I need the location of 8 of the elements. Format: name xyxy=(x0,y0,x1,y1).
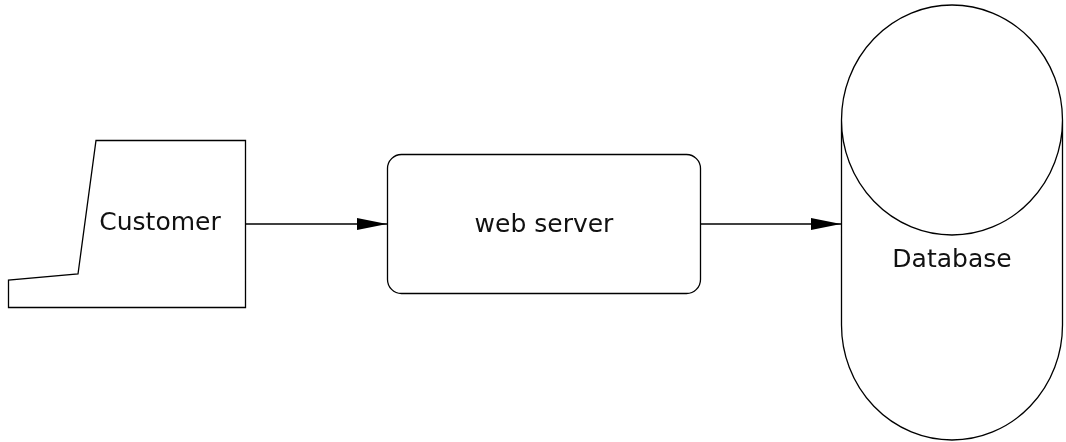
terminal-shape xyxy=(7,139,247,309)
node-label: Database xyxy=(892,243,1012,275)
database-cylinder xyxy=(840,4,1064,441)
node-label: web server xyxy=(474,208,614,240)
node-label: Customer xyxy=(99,206,221,238)
process-box xyxy=(386,153,702,295)
arrow xyxy=(245,218,388,230)
arrow xyxy=(700,218,842,230)
